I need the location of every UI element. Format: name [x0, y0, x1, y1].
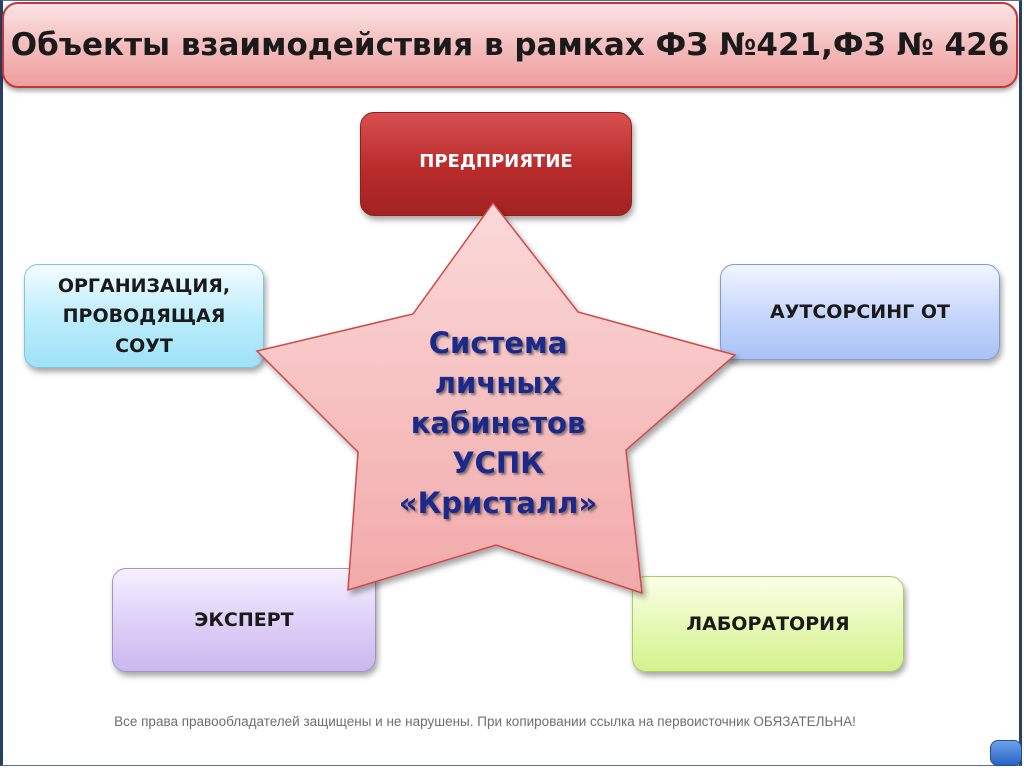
- node-soat-organization: ОРГАНИЗАЦИЯ, ПРОВОДЯЩАЯ СОУТ: [24, 264, 264, 368]
- node-enterprise: ПРЕДПРИЯТИЕ: [360, 112, 632, 216]
- node-outsourcing: АУТСОРСИНГ ОТ: [720, 264, 1000, 360]
- center-system-label: Система личных кабинетов УСПК «Кристалл»: [398, 326, 598, 520]
- node-lab-label: ЛАБОРАТОРИЯ: [686, 613, 850, 635]
- slide-title: Объекты взаимодействия в рамках ФЗ №421,…: [10, 27, 1010, 63]
- node-soat-label: ОРГАНИЗАЦИЯ, ПРОВОДЯЩАЯ СОУТ: [57, 275, 231, 357]
- node-enterprise-label: ПРЕДПРИЯТИЕ: [419, 151, 573, 172]
- node-expert-label: ЭКСПЕРТ: [194, 609, 294, 631]
- slide-nav-button[interactable]: [990, 740, 1022, 766]
- node-expert: ЭКСПЕРТ: [112, 568, 376, 672]
- title-banner: Объекты взаимодействия в рамках ФЗ №421,…: [2, 2, 1018, 88]
- node-lab: ЛАБОРАТОРИЯ: [632, 576, 904, 672]
- node-outsourcing-label: АУТСОРСИНГ ОТ: [770, 301, 950, 323]
- copyright-footer: Все права правообладателей защищены и не…: [114, 714, 856, 729]
